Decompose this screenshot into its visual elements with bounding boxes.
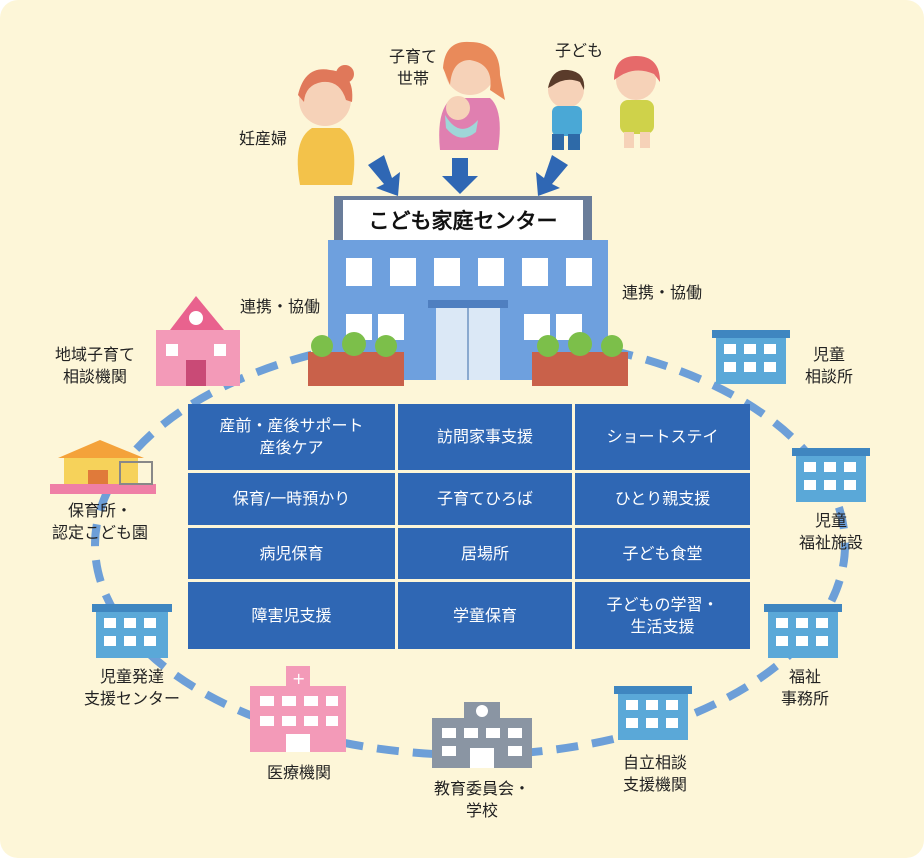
pregnant-woman-icon bbox=[297, 65, 355, 185]
service-cell: 保育/一時預かり bbox=[188, 473, 395, 525]
service-cell: 居場所 bbox=[398, 528, 572, 579]
child-dev-center-building-icon bbox=[92, 604, 172, 658]
label-link-left: 連携・協働 bbox=[239, 297, 320, 316]
child-consult-building-icon bbox=[712, 330, 790, 384]
service-cell: 病児保育 bbox=[188, 528, 395, 579]
label-pregnant: 妊産婦 bbox=[238, 129, 287, 148]
service-cell: ひとり親支援 bbox=[575, 473, 750, 525]
mother-with-baby-icon bbox=[439, 41, 505, 150]
service-cell: 学童保育 bbox=[398, 582, 572, 649]
center-title: こども家庭センター bbox=[368, 209, 558, 233]
service-cell: 障害児支援 bbox=[188, 582, 395, 649]
children-icon bbox=[548, 56, 660, 150]
service-cell: 産前・産後サポート 産後ケア bbox=[188, 404, 395, 470]
school-building-icon bbox=[432, 702, 532, 768]
label-community-consult: 地域子育て 相談機関 bbox=[54, 345, 135, 386]
community-consult-building-icon bbox=[156, 296, 240, 386]
hospital-building-icon: + bbox=[250, 666, 346, 752]
label-link-right: 連携・協働 bbox=[621, 283, 702, 302]
service-cell: ショートステイ bbox=[575, 404, 750, 470]
services-grid: 産前・産後サポート 産後ケア 訪問家事支援 ショートステイ 保育/一時預かり 子… bbox=[188, 404, 750, 649]
svg-text:+: + bbox=[292, 669, 305, 688]
label-education: 教育委員会・ 学校 bbox=[433, 779, 530, 820]
service-cell: 訪問家事支援 bbox=[398, 404, 572, 470]
service-cell: 子どもの学習・ 生活支援 bbox=[575, 582, 750, 649]
label-welfare-office: 福祉 事務所 bbox=[780, 667, 829, 708]
label-independence: 自立相談 支援機関 bbox=[622, 753, 687, 794]
label-child-consult: 児童 相談所 bbox=[804, 345, 853, 386]
service-cell: 子育てひろば bbox=[398, 473, 572, 525]
label-children: 子ども bbox=[554, 41, 603, 60]
label-welfare-facility: 児童 福祉施設 bbox=[798, 511, 863, 552]
label-medical: 医療機関 bbox=[266, 763, 331, 782]
label-child-dev-center: 児童発達 支援センター bbox=[83, 667, 180, 708]
independence-support-building-icon bbox=[614, 686, 692, 740]
welfare-office-building-icon bbox=[764, 604, 842, 658]
label-nursery: 保育所・ 認定こども園 bbox=[51, 501, 148, 542]
center-building-icon bbox=[308, 196, 628, 386]
nursery-building-icon bbox=[50, 440, 156, 494]
welfare-facility-building-icon bbox=[792, 448, 870, 502]
arrow-icon bbox=[368, 155, 568, 196]
label-families: 子育て 世帯 bbox=[388, 47, 437, 88]
service-cell: 子ども食堂 bbox=[575, 528, 750, 579]
